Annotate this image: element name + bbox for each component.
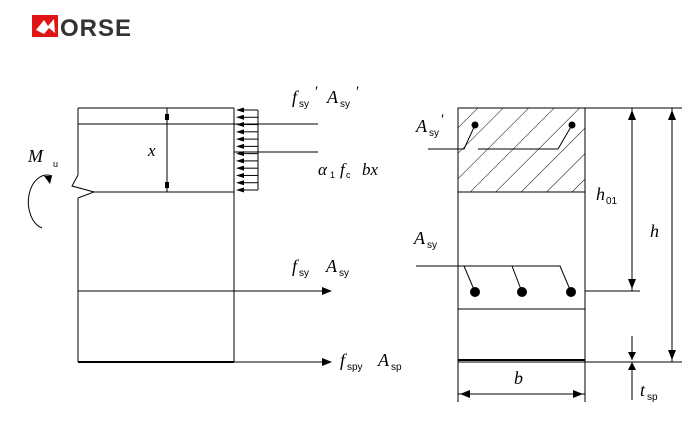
h-arrow-top-icon xyxy=(668,110,676,120)
moment-subscript: u xyxy=(53,159,58,169)
stress-arrow-icon xyxy=(236,165,244,171)
svg-text:sy: sy xyxy=(429,128,439,139)
b-arrow-right-icon xyxy=(573,390,583,398)
svg-text:h: h xyxy=(596,184,605,204)
comp-leader-line xyxy=(428,124,476,150)
stress-arrow-icon xyxy=(236,158,244,164)
tsp-arrow-top-icon xyxy=(628,352,636,360)
moment-arc xyxy=(27,174,53,229)
svg-text:′: ′ xyxy=(356,84,359,100)
plate-force-arrow-icon xyxy=(322,358,332,366)
stress-arrow-icon xyxy=(236,180,244,186)
h01-label: h 01 xyxy=(596,184,618,207)
break-line xyxy=(71,174,96,199)
svg-text:A: A xyxy=(413,228,426,248)
stress-arrow-icon xyxy=(236,107,244,113)
beam-elevation: x M u f sy ′ A sy ′ α 1 f c bx xyxy=(27,84,402,373)
moment-arrow-icon xyxy=(44,176,52,184)
h01-arrow-bottom-icon xyxy=(628,279,636,289)
svg-text:sy: sy xyxy=(299,268,309,279)
svg-text:A: A xyxy=(326,87,339,107)
comp-steel-force-label: f sy ′ A sy ′ xyxy=(292,84,359,110)
stress-arrow-icon xyxy=(236,136,244,142)
concrete-force-label: α 1 f c bx xyxy=(318,160,379,180)
section-outline xyxy=(457,107,586,363)
cross-section: A sy ′ A sy h 01 h xyxy=(413,107,682,403)
tens-area-label: A sy xyxy=(413,228,437,251)
depth-label: x xyxy=(147,141,156,160)
tens-leader-line-3 xyxy=(512,265,572,293)
svg-text:sp: sp xyxy=(647,392,658,403)
stress-arrow-icon xyxy=(236,187,244,193)
svg-text:′: ′ xyxy=(441,112,444,128)
svg-text:bx: bx xyxy=(362,160,379,179)
compression-zone-hatch xyxy=(458,108,585,192)
comp-area-label: A sy ′ xyxy=(415,112,444,139)
svg-text:A: A xyxy=(325,256,338,276)
h01-arrow-top-icon xyxy=(628,110,636,120)
svg-text:f: f xyxy=(292,87,300,107)
stress-block xyxy=(236,107,259,193)
depth-tick-top xyxy=(165,114,169,120)
svg-text:01: 01 xyxy=(606,196,618,207)
comp-leader-line-2 xyxy=(478,124,573,150)
horse-mark-glyph-icon xyxy=(36,19,55,34)
svg-text:A: A xyxy=(415,116,428,136)
svg-text:sy: sy xyxy=(427,240,437,251)
svg-text:sy: sy xyxy=(299,99,309,110)
stress-arrow-icon xyxy=(236,172,244,178)
svg-text:sy: sy xyxy=(340,99,350,110)
svg-text:α: α xyxy=(318,160,328,179)
svg-text:c: c xyxy=(346,170,351,180)
stress-arrow-icon xyxy=(236,114,244,120)
stress-arrow-icon xyxy=(236,122,244,128)
tens-steel-force-label: f sy A sy xyxy=(292,256,349,279)
svg-text:A: A xyxy=(377,350,390,370)
b-arrow-left-icon xyxy=(460,390,470,398)
tens-force-arrow-icon xyxy=(322,287,332,295)
svg-text:t: t xyxy=(640,380,646,400)
svg-text:′: ′ xyxy=(315,84,318,100)
tsp-label: t sp xyxy=(640,380,658,403)
svg-text:f: f xyxy=(292,256,300,276)
horse-logo: ORSE xyxy=(32,15,132,42)
plate-force-label: f spy A sp xyxy=(340,350,402,373)
tens-leader-line xyxy=(416,265,476,293)
svg-text:sy: sy xyxy=(339,268,349,279)
stress-arrow-icon xyxy=(236,143,244,149)
stress-arrow-icon xyxy=(236,129,244,135)
svg-text:f: f xyxy=(340,350,348,370)
h-arrow-bottom-icon xyxy=(668,350,676,360)
h-label: h xyxy=(650,221,659,241)
svg-text:spy: spy xyxy=(347,362,363,373)
logo-text: ORSE xyxy=(60,15,132,42)
svg-text:1: 1 xyxy=(330,170,335,180)
svg-text:sp: sp xyxy=(391,362,402,373)
b-label: b xyxy=(514,368,523,388)
tsp-arrow-bottom-icon xyxy=(628,362,636,370)
moment-symbol: M xyxy=(27,146,44,166)
depth-tick-bottom xyxy=(165,182,169,188)
svg-text:f: f xyxy=(340,160,347,179)
